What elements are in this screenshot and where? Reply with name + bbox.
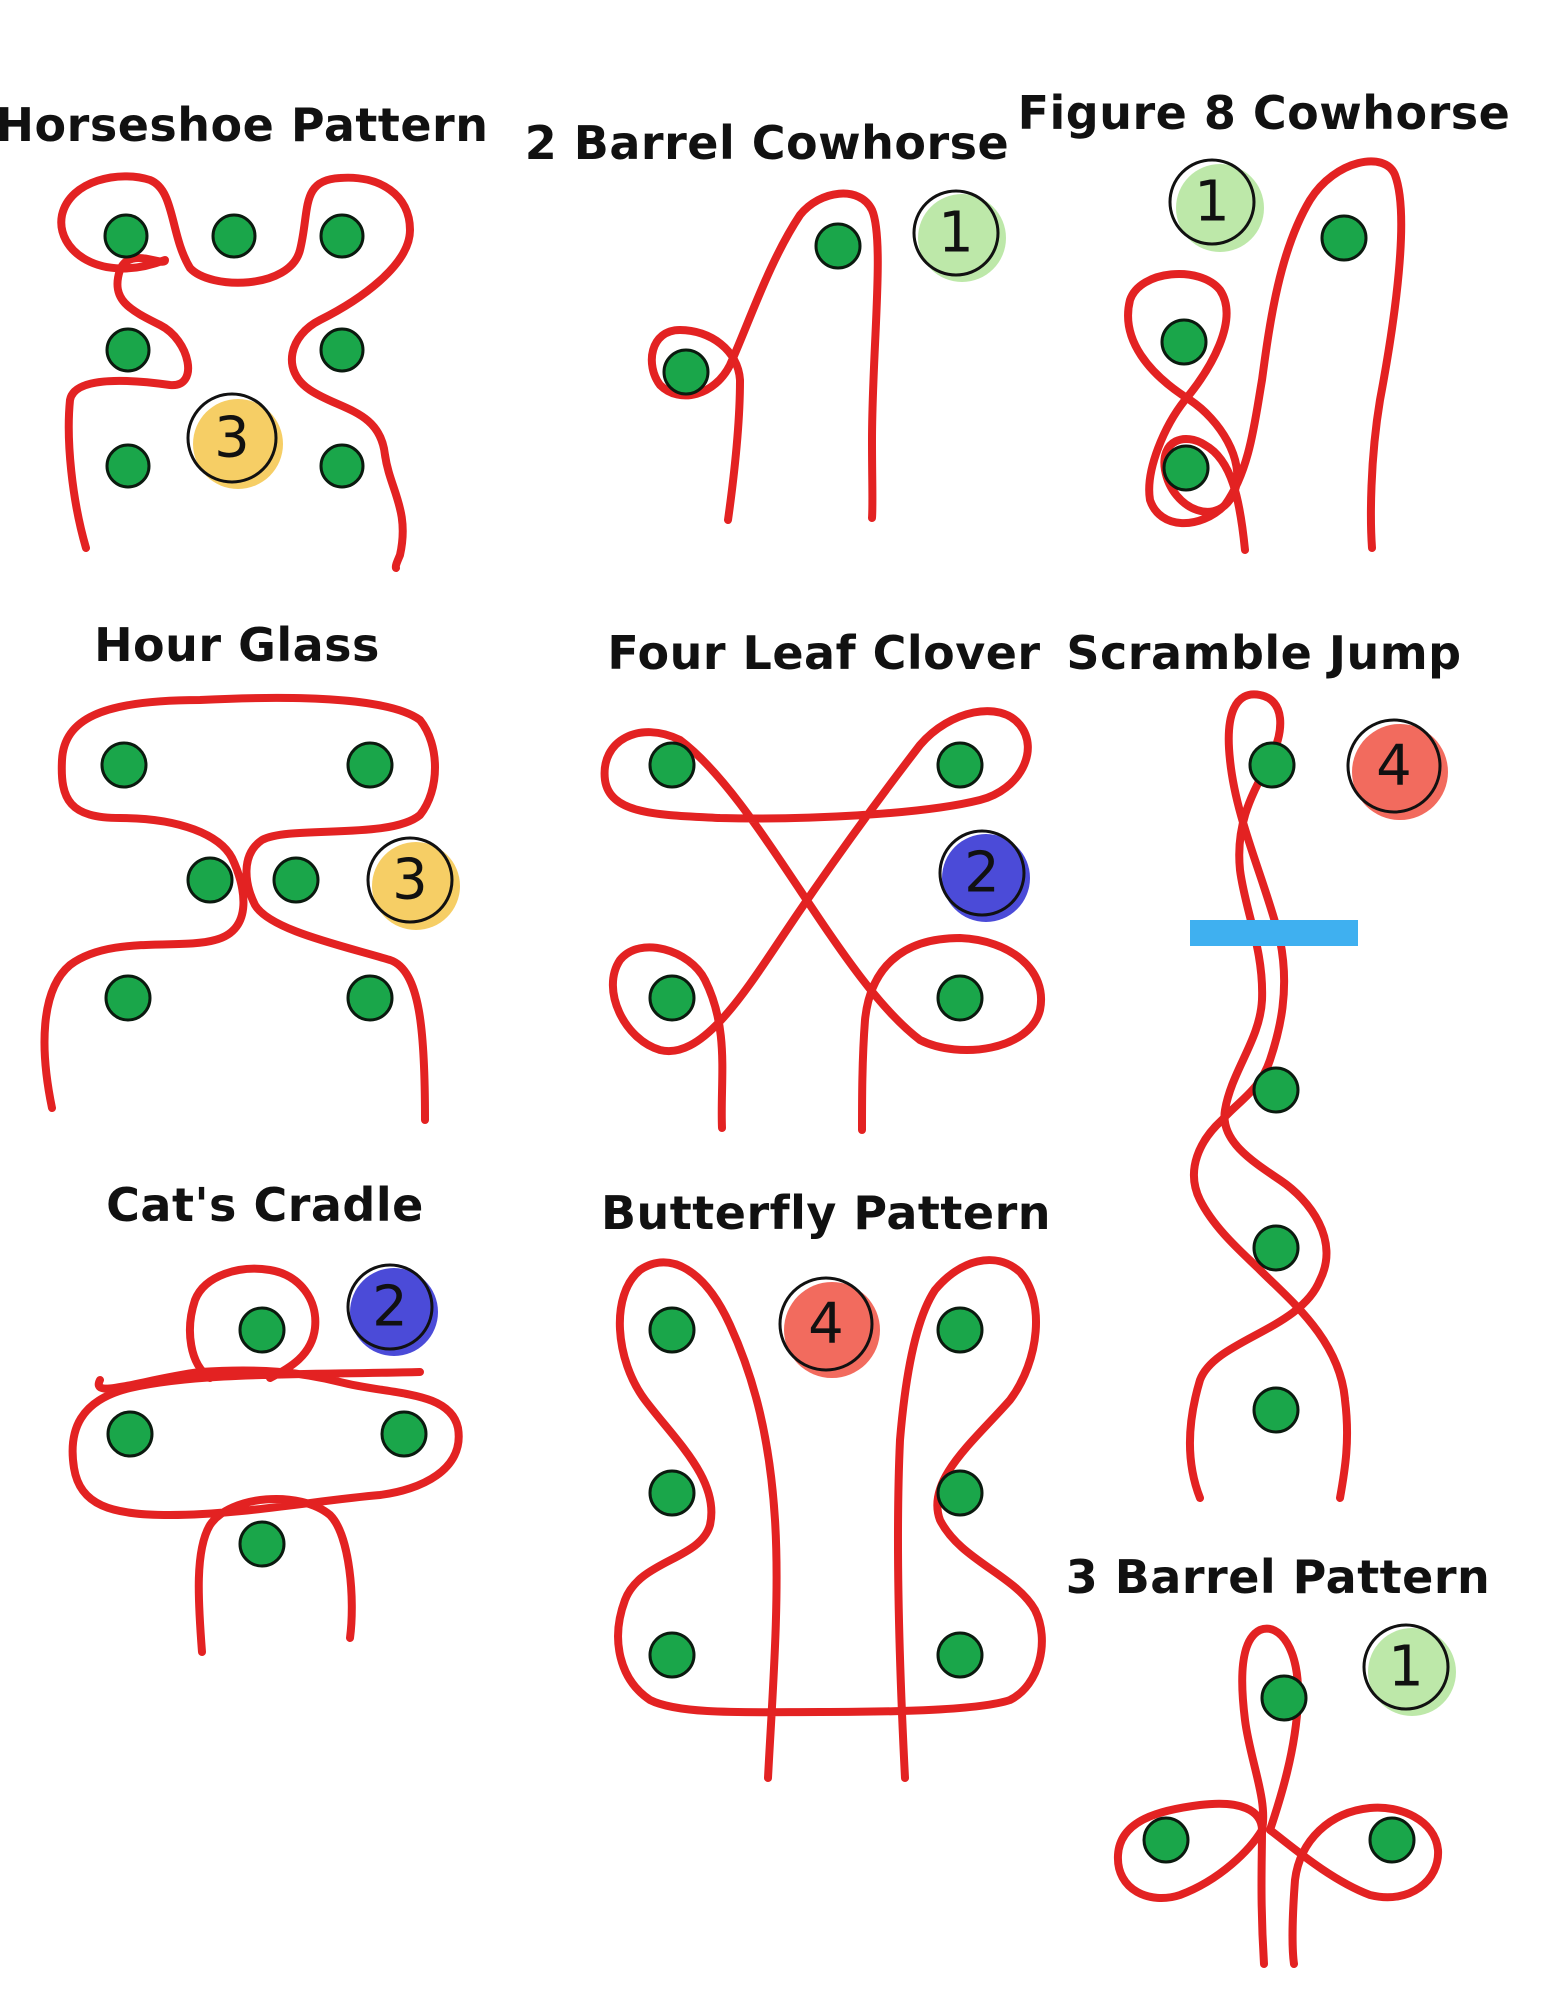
title-horseshoe-pattern: Horseshoe Pattern [0,98,489,152]
barrel-icon [1160,318,1208,366]
barrel-icon [272,856,320,904]
barrel-icon [105,443,151,489]
barrel-icon [936,974,984,1022]
level-number: 2 [372,1275,408,1340]
butterfly-path [614,1256,1046,1782]
jump-pole [1190,920,1358,946]
barrel-icon [319,213,365,259]
barrel-icon [380,1410,428,1458]
three-barrel-path [1113,1624,1443,1968]
level-badge: 2 [346,1263,438,1356]
title-3-barrel-pattern: 3 Barrel Pattern [1065,1550,1491,1604]
level-number: 2 [964,841,1000,906]
barrel-icon [1320,214,1368,262]
scramble-jump-path [1185,690,1352,1502]
cats-cradle-path [68,1264,463,1656]
barrel-icon [319,443,365,489]
title-butterfly-pattern: Butterfly Pattern [600,1186,1052,1240]
barrel-icon [1162,444,1210,492]
barrel-icon [1260,1674,1308,1722]
barrel-icon [1142,1816,1190,1864]
title-cats-cradle: Cat's Cradle [106,1178,424,1232]
level-badge: 1 [1168,158,1264,252]
four-leaf-clover-path [600,707,1046,1134]
level-number: 3 [214,406,250,471]
barrel-icon [648,1306,696,1354]
cats-cradle-diagram: 2 [68,1263,463,1656]
hour-glass-diagram: 3 [40,693,460,1124]
level-number: 3 [392,848,428,913]
barrel-icon [103,213,149,259]
level-number: 1 [1194,170,1230,235]
barrel-icon [104,974,152,1022]
title-four-leaf-clover: Four Leaf Clover [607,626,1041,680]
barrel-icon [936,1469,984,1517]
barrel-icon [662,348,710,396]
title-2-barrel-cowhorse: 2 Barrel Cowhorse [524,116,1010,170]
barrel-icon [1252,1066,1300,1114]
barrel-icon [648,974,696,1022]
barrel-icon [346,974,394,1022]
barrel-icon [814,222,862,270]
butterfly-diagram: 4 [614,1256,1046,1782]
level-badge: 4 [1346,718,1448,820]
two-barrel-cowhorse-path [647,189,882,524]
level-number: 4 [808,1292,844,1357]
horseshoe-path [57,172,414,572]
level-badge: 1 [1362,1623,1456,1716]
four-leaf-clover-diagram: 2 [600,707,1046,1134]
barrel-icon [936,1631,984,1679]
barrel-icon [106,1410,154,1458]
two-barrel-cowhorse-diagram: 1 [647,189,1006,524]
barrel-icon [100,741,148,789]
horseshoe-diagram: 3 [57,172,414,572]
level-badge: 3 [186,392,283,489]
hour-glass-path [40,693,439,1124]
figure-8-cowhorse-path [1124,157,1406,554]
barrel-icon [936,741,984,789]
level-number: 4 [1376,734,1412,799]
barrel-icon [211,213,257,259]
title-hour-glass: Hour Glass [94,618,380,672]
barrel-icon [648,1469,696,1517]
level-badge: 1 [912,189,1006,282]
barrel-icon [346,741,394,789]
level-number: 1 [1388,1635,1424,1700]
level-number: 1 [938,201,974,266]
barrel-icon [936,1306,984,1354]
title-scramble-jump: Scramble Jump [1066,626,1462,680]
figure-8-cowhorse-diagram: 1 [1124,157,1406,554]
scramble-jump-diagram: 4 [1185,690,1448,1502]
level-badge: 3 [366,836,460,930]
barrel-icon [648,741,696,789]
barrel-icon [238,1520,286,1568]
title-figure-8-cowhorse: Figure 8 Cowhorse [1017,86,1511,140]
three-barrel-diagram: 1 [1113,1623,1456,1968]
barrel-icon [1248,741,1296,789]
barrel-icon [1252,1224,1300,1272]
barrel-icon [1252,1386,1300,1434]
barrel-icon [1368,1816,1416,1864]
barrel-icon [648,1631,696,1679]
level-badge: 2 [938,829,1030,922]
barrel-icon [105,327,151,373]
barrel-icon [319,327,365,373]
level-badge: 4 [778,1276,880,1378]
barrel-icon [238,1306,286,1354]
barrel-icon [186,856,234,904]
